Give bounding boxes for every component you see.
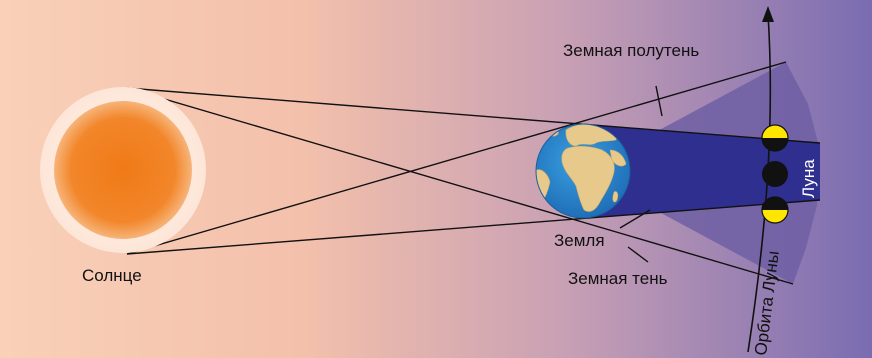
earth-icon bbox=[535, 124, 630, 218]
earth-label: Земля bbox=[554, 231, 605, 250]
moon-label: Луна bbox=[799, 159, 818, 198]
moon-icon bbox=[760, 124, 790, 224]
umbra-label: Земная тень bbox=[568, 269, 668, 288]
sun-label: Солнце bbox=[82, 266, 142, 285]
sun-icon bbox=[40, 87, 206, 253]
penumbra-label: Земная полутень bbox=[563, 41, 699, 60]
